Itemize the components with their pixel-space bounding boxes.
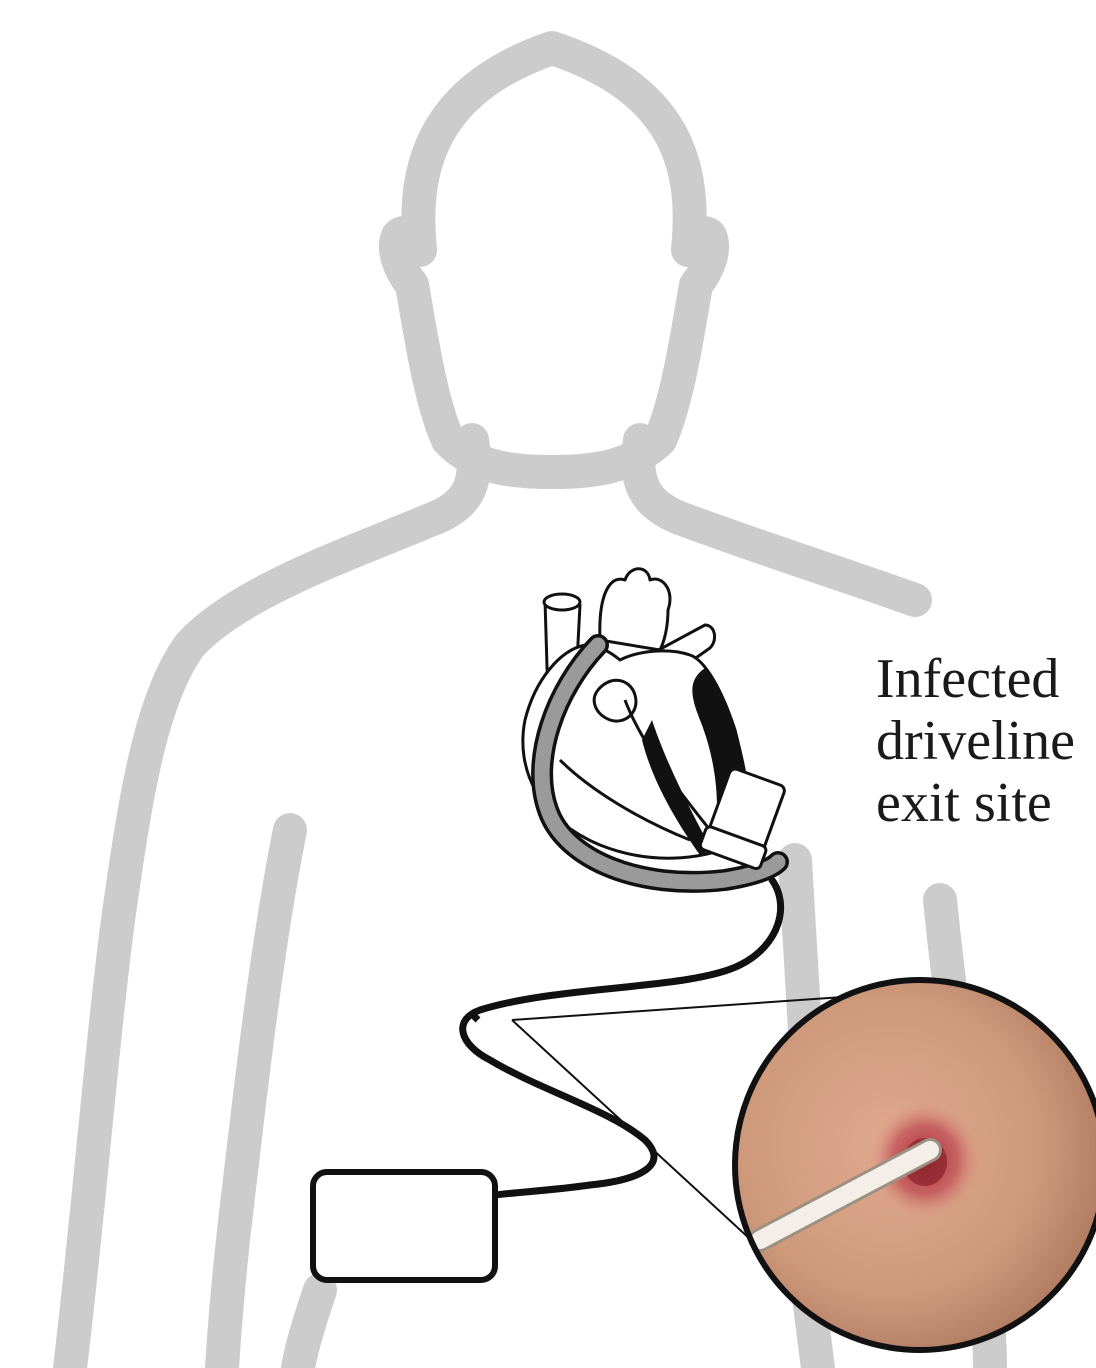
hip-left	[298, 1290, 320, 1368]
head-outline	[396, 48, 712, 472]
left-inner-arm	[222, 830, 290, 1368]
aortic-arch	[600, 569, 670, 650]
exit-site-label: Infected driveline exit site	[876, 648, 1075, 834]
label-line-2: driveline	[876, 710, 1075, 772]
magnified-exit-site-photo	[730, 975, 1096, 1355]
torso-outline-right	[638, 440, 915, 600]
external-controller	[313, 1172, 495, 1280]
label-line-1: Infected	[876, 648, 1075, 710]
svc-top	[544, 594, 580, 610]
label-line-3: exit site	[876, 772, 1075, 834]
